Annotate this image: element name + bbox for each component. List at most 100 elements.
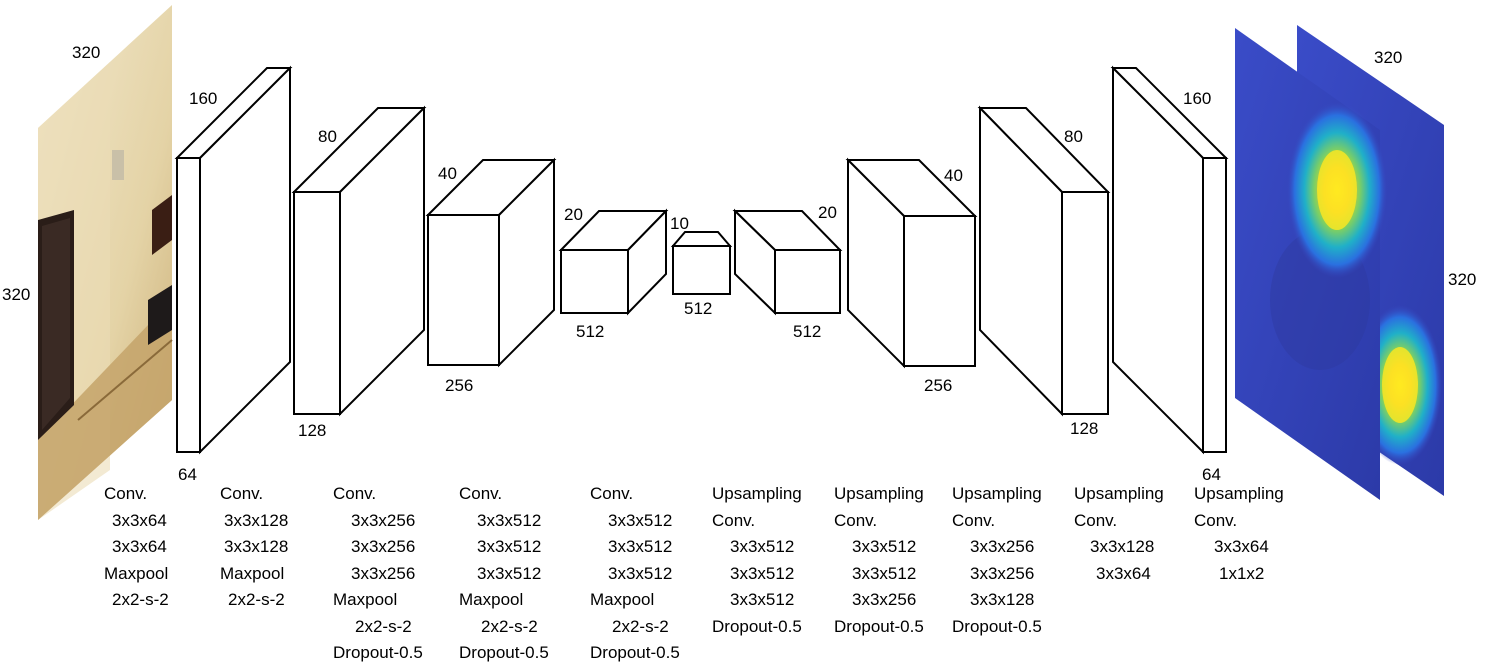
layer-cuboid [1110, 65, 1229, 455]
block-line: Upsampling [1194, 484, 1284, 503]
output-width-label: 320 [1374, 48, 1403, 67]
block-line: 3x3x64 [1096, 563, 1151, 583]
block-10-description: Upsampling Conv. 3x3x64 1x1x2 [1194, 481, 1284, 587]
block-line: 3x3x512 [730, 537, 795, 556]
layer-5-side-label: 10 [670, 214, 689, 233]
layer-5-channels-label: 512 [684, 299, 713, 318]
layer-1-side-label: 160 [189, 89, 218, 108]
block-line: 3x3x512 [608, 537, 673, 556]
block-line: 3x3x512 [730, 590, 795, 609]
block-line: Dropout-0.5 [712, 616, 802, 636]
block-line: 3x3x256 [852, 590, 917, 609]
block-line: Conv. [834, 510, 878, 530]
layer-4-side-label: 20 [564, 205, 583, 224]
block-4-description: Conv. 3x3x512 3x3x512 3x3x512 Maxpool 2x… [459, 481, 549, 667]
block-line: Maxpool [590, 590, 655, 609]
block-line: Upsampling [952, 484, 1042, 503]
block-line: Dropout-0.5 [590, 643, 680, 662]
block-7-description: Upsampling Conv. 3x3x512 3x3x512 3x3x256… [834, 481, 924, 640]
layer-3-side-label: 40 [438, 164, 457, 183]
block-line: Conv. [333, 484, 377, 503]
block-line: Conv. [712, 510, 756, 530]
block-line: 3x3x256 [351, 510, 416, 530]
input-width-label: 320 [72, 43, 101, 62]
block-line: Conv. [104, 484, 148, 503]
block-line: Maxpool [333, 590, 398, 609]
layer-cuboid [732, 208, 843, 316]
layer-cuboid [425, 157, 557, 368]
block-2-description: Conv. 3x3x128 3x3x128 Maxpool 2x2-s-2 [220, 481, 288, 614]
input-image [38, 5, 173, 520]
block-line: 3x3x512 [608, 563, 673, 583]
block-line: Conv. [220, 484, 264, 503]
block-line: 3x3x512 [852, 537, 917, 556]
block-line: 3x3x256 [351, 563, 416, 583]
layer-cuboid [845, 157, 978, 369]
block-line: Dropout-0.5 [333, 643, 423, 662]
block-line: 3x3x256 [970, 537, 1035, 556]
block-line: 3x3x128 [970, 590, 1035, 609]
layer-2-side-label: 80 [318, 127, 337, 146]
layer-cuboid [558, 208, 669, 316]
block-6-description: Upsampling Conv. 3x3x512 3x3x512 3x3x512… [712, 481, 802, 640]
layer-7-channels-label: 256 [924, 376, 953, 395]
block-9-description: Upsampling Conv. 3x3x128 3x3x64 [1074, 481, 1164, 587]
block-line: Maxpool [104, 563, 169, 583]
block-line: 3x3x256 [351, 537, 416, 556]
layer-cuboid [174, 65, 293, 455]
block-5-description: Conv. 3x3x512 3x3x512 3x3x512 Maxpool 2x… [590, 481, 680, 667]
block-line: 3x3x64 [1214, 537, 1269, 556]
layer-6-channels-label: 512 [793, 322, 822, 341]
block-line: Upsampling [712, 484, 802, 503]
block-line: Conv. [952, 510, 996, 530]
block-line: 2x2-s-2 [112, 590, 169, 609]
layer-2-channels-label: 128 [298, 421, 327, 440]
block-line: 3x3x64 [112, 537, 167, 556]
block-line: Dropout-0.5 [459, 643, 549, 662]
block-line: 2x2-s-2 [228, 590, 285, 609]
block-line: 2x2-s-2 [481, 616, 538, 636]
layer-8-channels-label: 128 [1070, 419, 1099, 438]
block-line: Dropout-0.5 [834, 616, 924, 636]
layer-8-side-label: 80 [1064, 127, 1083, 146]
block-line: 3x3x128 [224, 510, 289, 530]
layer-6-side-label: 20 [818, 203, 837, 222]
block-line: 1x1x2 [1219, 563, 1265, 583]
block-line: Conv. [459, 484, 503, 503]
input-height-label: 320 [2, 285, 31, 304]
block-line: 3x3x512 [730, 563, 795, 583]
block-line: 3x3x512 [477, 537, 542, 556]
layer-cuboid [291, 105, 427, 417]
block-line: 3x3x512 [852, 563, 917, 583]
block-line: 3x3x64 [112, 510, 167, 530]
block-line: Conv. [590, 484, 634, 503]
layer-1-channels-label: 64 [178, 465, 197, 484]
layer-9-channels-label: 64 [1202, 465, 1221, 484]
block-line: Dropout-0.5 [952, 616, 1042, 636]
layer-cuboid [670, 231, 733, 295]
output-height-label: 320 [1448, 270, 1477, 289]
layer-7-side-label: 40 [944, 166, 963, 185]
block-line: 3x3x256 [970, 563, 1035, 583]
block-line: Maxpool [459, 590, 524, 609]
block-1-description: Conv. 3x3x64 3x3x64 Maxpool 2x2-s-2 [104, 481, 169, 614]
block-line: 2x2-s-2 [612, 616, 669, 636]
block-line: 3x3x128 [1090, 537, 1155, 556]
block-line: Maxpool [220, 563, 285, 583]
layer-4-channels-label: 512 [576, 322, 605, 341]
block-line: Conv. [1194, 510, 1238, 530]
output-map-front [1235, 28, 1387, 500]
block-line: Conv. [1074, 510, 1118, 530]
block-line: Upsampling [1074, 484, 1164, 503]
block-line: 3x3x512 [477, 563, 542, 583]
block-line: 3x3x512 [477, 510, 542, 530]
block-line: Upsampling [834, 484, 924, 503]
layer-cuboid [977, 105, 1111, 417]
block-line: 3x3x128 [224, 537, 289, 556]
block-line: 2x2-s-2 [355, 616, 412, 636]
block-line: 3x3x512 [608, 510, 673, 530]
layer-3-channels-label: 256 [445, 376, 474, 395]
block-8-description: Upsampling Conv. 3x3x256 3x3x256 3x3x128… [952, 481, 1042, 640]
layer-9-side-label: 160 [1183, 89, 1212, 108]
